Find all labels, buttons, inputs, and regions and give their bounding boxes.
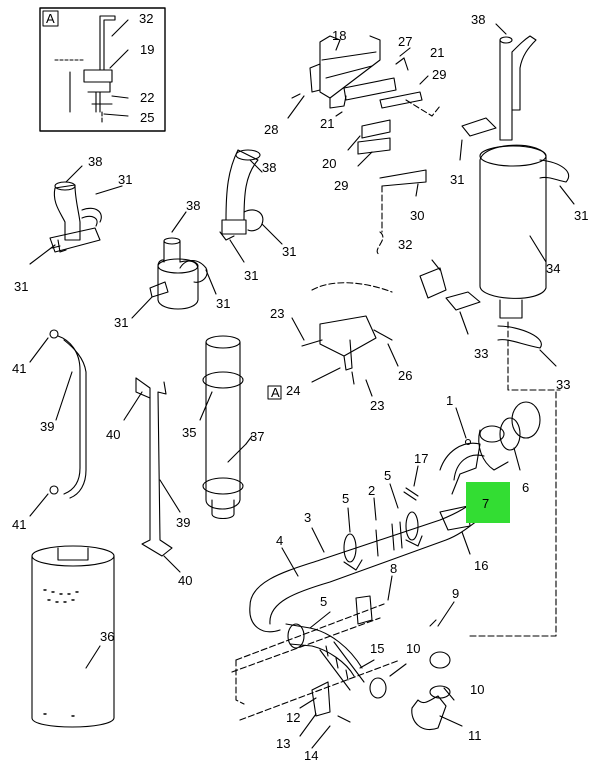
callout-38: 38 xyxy=(471,12,485,27)
callout-32: 32 xyxy=(398,237,412,252)
callout-8: 8 xyxy=(390,561,397,576)
callout-35: 35 xyxy=(182,425,196,440)
callout-4: 4 xyxy=(276,533,283,548)
straight-stack-pipe-center xyxy=(131,211,217,319)
callout-31: 31 xyxy=(282,244,296,259)
callout-17: 17 xyxy=(414,451,428,466)
callout-40: 40 xyxy=(106,427,120,442)
callout-1: 1 xyxy=(446,393,453,408)
callout-39: 39 xyxy=(176,515,190,530)
callout-38: 38 xyxy=(88,154,102,169)
callout-38: 38 xyxy=(262,160,276,175)
callout-11: 11 xyxy=(468,728,482,743)
callout-5: 5 xyxy=(320,594,327,609)
callout-33: 33 xyxy=(474,346,488,361)
callout-15: 15 xyxy=(370,641,384,656)
highlight-box-item-7[interactable] xyxy=(466,482,510,523)
callout-34: 34 xyxy=(546,261,560,276)
support-bracket-a xyxy=(267,282,399,400)
callout-31: 31 xyxy=(216,296,230,311)
callout-31: 31 xyxy=(574,208,588,223)
callout-27: 27 xyxy=(398,34,412,49)
callout-38: 38 xyxy=(186,198,200,213)
callout-29: 29 xyxy=(432,67,446,82)
callout-21: 21 xyxy=(430,45,444,60)
muffler xyxy=(419,23,575,391)
callout-14: 14 xyxy=(304,748,318,761)
callout-23: 23 xyxy=(270,306,284,321)
callout-10: 10 xyxy=(406,641,420,656)
callout-2: 2 xyxy=(368,483,375,498)
callout-20: 20 xyxy=(322,156,336,171)
step-bracket xyxy=(123,377,181,573)
callout-6: 6 xyxy=(522,480,529,495)
callout-5: 5 xyxy=(342,491,349,506)
callout-41: 41 xyxy=(12,361,26,376)
callout-39: 39 xyxy=(40,419,54,434)
callout-13: 13 xyxy=(276,736,290,751)
callout-3: 3 xyxy=(304,510,311,525)
inset-callout-19: 19 xyxy=(140,42,154,57)
callout-23: 23 xyxy=(370,398,384,413)
callout-24: 24 xyxy=(286,383,300,398)
callout-31: 31 xyxy=(244,268,258,283)
curved-stack-pipe-left xyxy=(29,165,123,265)
inset-callout-22: 22 xyxy=(140,90,154,105)
callout-18: 18 xyxy=(332,28,346,43)
callout-9: 9 xyxy=(452,586,459,601)
callout-5: 5 xyxy=(384,468,391,483)
mounting-bracket-assembly xyxy=(287,35,441,256)
detail-inset-a xyxy=(39,7,166,132)
callout-28: 28 xyxy=(264,122,278,137)
callout-33: 33 xyxy=(556,377,570,392)
callout-10: 10 xyxy=(470,682,484,697)
heat-shield xyxy=(31,545,115,728)
inset-tag: A xyxy=(46,11,55,26)
grab-handle xyxy=(29,329,87,517)
callout-31: 31 xyxy=(450,172,464,187)
callout-40: 40 xyxy=(178,573,192,588)
callout-16: 16 xyxy=(474,558,488,573)
flex-pipe-with-clamps xyxy=(199,335,253,520)
callout-31: 31 xyxy=(118,172,132,187)
callout-7: 7 xyxy=(482,496,489,511)
callout-29: 29 xyxy=(334,178,348,193)
callout-31: 31 xyxy=(114,315,128,330)
callout-41: 41 xyxy=(12,517,26,532)
callout-21: 21 xyxy=(320,116,334,131)
callout-37: 37 xyxy=(250,429,264,444)
curved-stack-pipe-right xyxy=(219,149,283,263)
callout-30: 30 xyxy=(410,208,424,223)
callout-12: 12 xyxy=(286,710,300,725)
inset-callout-25: 25 xyxy=(140,110,154,125)
callout-31: 31 xyxy=(14,279,28,294)
callout-36: 36 xyxy=(100,629,114,644)
inset-callout-32: 32 xyxy=(139,11,153,26)
ref-tag-a: A xyxy=(271,385,280,400)
callout-26: 26 xyxy=(398,368,412,383)
